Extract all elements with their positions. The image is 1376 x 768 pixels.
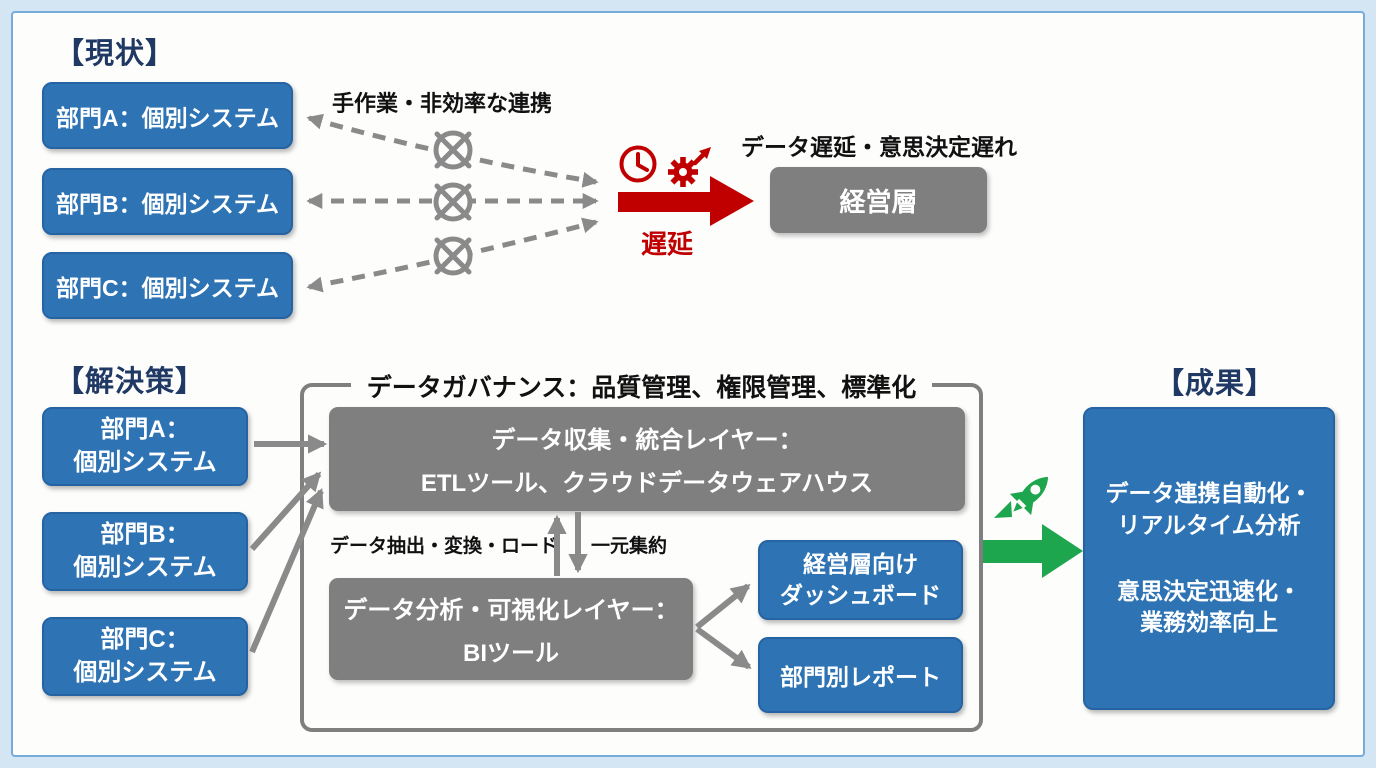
dashboard-line1: 経営層向け <box>803 550 918 577</box>
analysis-layer-line1: データ分析・可視化レイヤー： <box>343 597 679 624</box>
dept-b-solution-line1: 部門B： <box>100 521 190 549</box>
dept-a-solution-line1: 部門A： <box>100 416 190 444</box>
dept-c-box-solution: 部門C： 個別システム <box>42 617 248 696</box>
delay-label: 遅延 <box>641 229 694 259</box>
dept-a-label-current: 部門A：個別システム <box>56 104 279 131</box>
dept-b-label-current: 部門B：個別システム <box>56 190 279 217</box>
outcome-section-heading: 【成果】 <box>1155 368 1276 400</box>
dept-a-box-current: 部門A：個別システム <box>42 82 293 149</box>
report-label: 部門別レポート <box>780 664 941 690</box>
governance-title: データガバナンス：品質管理、権限管理、標準化 <box>350 368 933 404</box>
dept-c-solution-line1: 部門C： <box>100 626 190 654</box>
collection-layer-box: データ収集・統合レイヤー： ETLツール、クラウドデータウェアハウス <box>329 407 965 511</box>
dept-b-solution-line2: 個別システム <box>73 553 217 581</box>
dashboard-box: 経営層向け ダッシュボード <box>758 540 963 620</box>
dept-c-label-current: 部門C：個別システム <box>56 274 279 301</box>
solution-section-heading: 【解決策】 <box>55 366 206 398</box>
report-box: 部門別レポート <box>758 637 963 713</box>
outcome-p2-line2: 業務効率向上 <box>1140 609 1278 636</box>
manual-inefficient-label: 手作業・非効率な連携 <box>332 91 553 116</box>
management-box: 経営層 <box>770 167 987 233</box>
dashboard-line2: ダッシュボード <box>780 582 941 608</box>
analysis-layer-box: データ分析・可視化レイヤー： BIツール <box>329 578 693 680</box>
current-section-heading: 【現状】 <box>55 38 176 70</box>
dept-b-box-current: 部門B：個別システム <box>42 168 293 235</box>
dept-c-solution-line2: 個別システム <box>73 658 217 686</box>
management-label: 経営層 <box>839 186 918 217</box>
outcome-p1-line2: リアルタイム分析 <box>1117 511 1301 538</box>
dept-a-solution-line2: 個別システム <box>73 448 217 476</box>
etl-label: データ抽出・変換・ロード <box>330 536 559 557</box>
collection-layer-line1: データ収集・統合レイヤー： <box>491 427 803 454</box>
outcome-p1-line1: データ連携自動化・ <box>1105 480 1313 507</box>
aggregate-label: 一元集約 <box>591 536 668 557</box>
collection-layer-line2: ETLツール、クラウドデータウェアハウス <box>420 470 874 497</box>
analysis-layer-line2: BIツール <box>463 640 559 667</box>
governance-title-row: データガバナンス：品質管理、権限管理、標準化 <box>300 368 983 404</box>
dept-a-box-solution: 部門A： 個別システム <box>42 407 248 486</box>
outcome-p2-line1: 意思決定迅速化・ <box>1117 577 1301 604</box>
dept-b-box-solution: 部門B： 個別システム <box>42 512 248 591</box>
data-delay-label: データ遅延・意思決定遅れ <box>741 134 1017 160</box>
dept-c-box-current: 部門C：個別システム <box>42 252 293 319</box>
outcome-result-box: データ連携自動化・ リアルタイム分析 意思決定迅速化・ 業務効率向上 <box>1083 407 1335 710</box>
